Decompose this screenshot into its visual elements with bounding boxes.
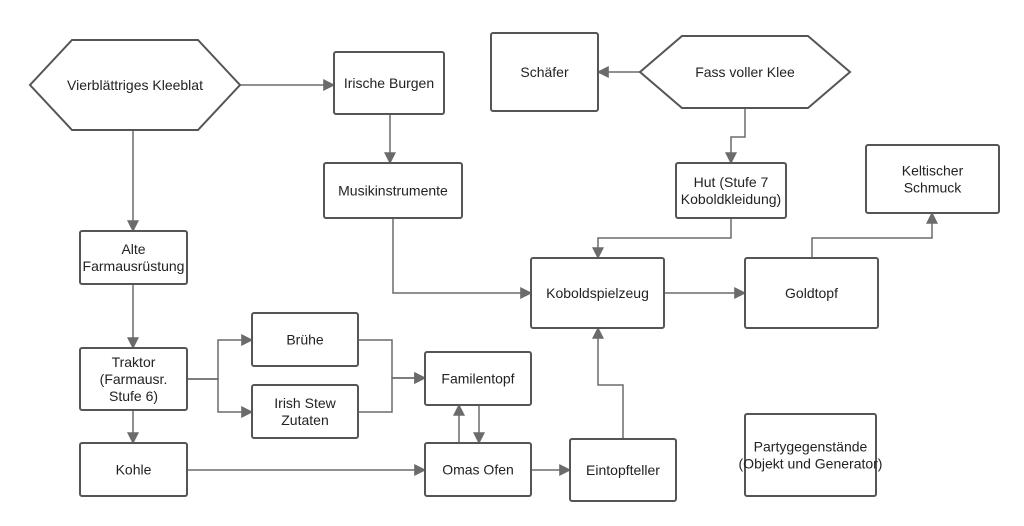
node-vierblaettriges: Vierblättriges Kleeblat — [28, 39, 242, 131]
node-eintopfteller: Eintopfteller — [569, 438, 677, 502]
node-label-kohle: Kohle — [116, 462, 152, 478]
node-label-fass_voller_klee: Fass voller Klee — [695, 64, 795, 80]
edge-bruehe-to-familentopf — [358, 339, 427, 384]
node-label-eintopfteller: Eintopfteller — [586, 462, 660, 478]
node-label-alte_farmausruestung: Alte — [121, 241, 145, 257]
node-shape-goldtopf — [744, 257, 879, 329]
edge-goldtopf-to-keltischer_schmuck — [811, 211, 938, 258]
node-shape-bruehe — [251, 312, 359, 367]
node-label-traktor: Stufe 6) — [109, 388, 158, 404]
node-koboldspielzeug: Koboldspielzeug — [530, 257, 665, 329]
node-shape-omas_ofen — [424, 442, 532, 497]
node-label-familentopf: Familentopf — [441, 371, 514, 387]
node-label-traktor: (Farmausr. — [100, 371, 168, 387]
node-label-irish_stew: Zutaten — [281, 412, 328, 428]
node-traktor: Traktor(Farmausr.Stufe 6) — [79, 347, 188, 411]
node-label-partygegenstaende: Partygegenstände — [754, 439, 868, 455]
node-irische_burgen: Irische Burgen — [333, 51, 445, 115]
edge-hut-to-koboldspielzeug — [592, 218, 732, 260]
node-label-hut: Koboldkleidung) — [681, 191, 781, 207]
node-label-keltischer_schmuck: Schmuck — [904, 180, 963, 196]
edge-traktor-to-irish_stew — [187, 378, 254, 418]
edges — [127, 66, 938, 476]
node-label-bruehe: Brühe — [286, 332, 324, 348]
node-goldtopf: Goldtopf — [744, 257, 879, 329]
node-shape-keltischer_schmuck — [865, 144, 1000, 214]
node-label-partygegenstaende: (Objekt und Generator) — [739, 456, 883, 472]
node-label-schaefer: Schäfer — [520, 64, 569, 80]
node-shape-partygegenstaende — [744, 413, 877, 497]
node-shape-hut — [675, 162, 787, 219]
node-label-traktor: Traktor — [112, 354, 156, 370]
node-label-alte_farmausruestung: Farmausrüstung — [83, 258, 185, 274]
edge-musikinstrumente-to-koboldspielzeug — [392, 218, 533, 299]
node-fass_voller_klee: Fass voller Klee — [638, 35, 852, 109]
node-partygegenstaende: Partygegenstände(Objekt und Generator) — [739, 413, 883, 497]
node-shape-vierblaettriges — [28, 39, 242, 131]
edge-traktor-to-bruehe — [187, 334, 254, 380]
node-kohle: Kohle — [79, 442, 188, 497]
node-shape-musikinstrumente — [323, 162, 463, 219]
node-shape-irische_burgen — [333, 51, 445, 115]
node-bruehe: Brühe — [251, 312, 359, 367]
node-shape-koboldspielzeug — [530, 257, 665, 329]
node-label-hut: Hut (Stufe 7 — [694, 174, 769, 190]
node-shape-familentopf — [424, 351, 532, 406]
edge-fass_voller_klee-to-hut — [725, 108, 746, 165]
node-label-irische_burgen: Irische Burgen — [344, 75, 434, 91]
node-label-vierblaettriges: Vierblättriges Kleeblat — [67, 77, 203, 93]
node-musikinstrumente: Musikinstrumente — [323, 162, 463, 219]
node-shape-fass_voller_klee — [638, 35, 852, 109]
node-label-koboldspielzeug: Koboldspielzeug — [546, 285, 649, 301]
node-label-goldtopf: Goldtopf — [785, 285, 838, 301]
node-shape-irish_stew — [251, 384, 359, 439]
node-shape-eintopfteller — [569, 438, 677, 502]
node-label-musikinstrumente: Musikinstrumente — [338, 183, 448, 199]
edge-irish_stew-to-familentopf — [358, 372, 427, 413]
edge-eintopfteller-to-koboldspielzeug — [592, 326, 624, 439]
node-label-keltischer_schmuck: Keltischer — [902, 163, 964, 179]
node-label-irish_stew: Irish Stew — [274, 395, 336, 411]
node-shape-schaefer — [490, 32, 599, 112]
node-shape-alte_farmausruestung — [79, 230, 188, 285]
node-omas_ofen: Omas Ofen — [424, 442, 532, 497]
node-familentopf: Familentopf — [424, 351, 532, 406]
node-label-omas_ofen: Omas Ofen — [442, 462, 514, 478]
node-shape-kohle — [79, 442, 188, 497]
node-schaefer: Schäfer — [490, 32, 599, 112]
node-shape-traktor — [79, 347, 188, 411]
